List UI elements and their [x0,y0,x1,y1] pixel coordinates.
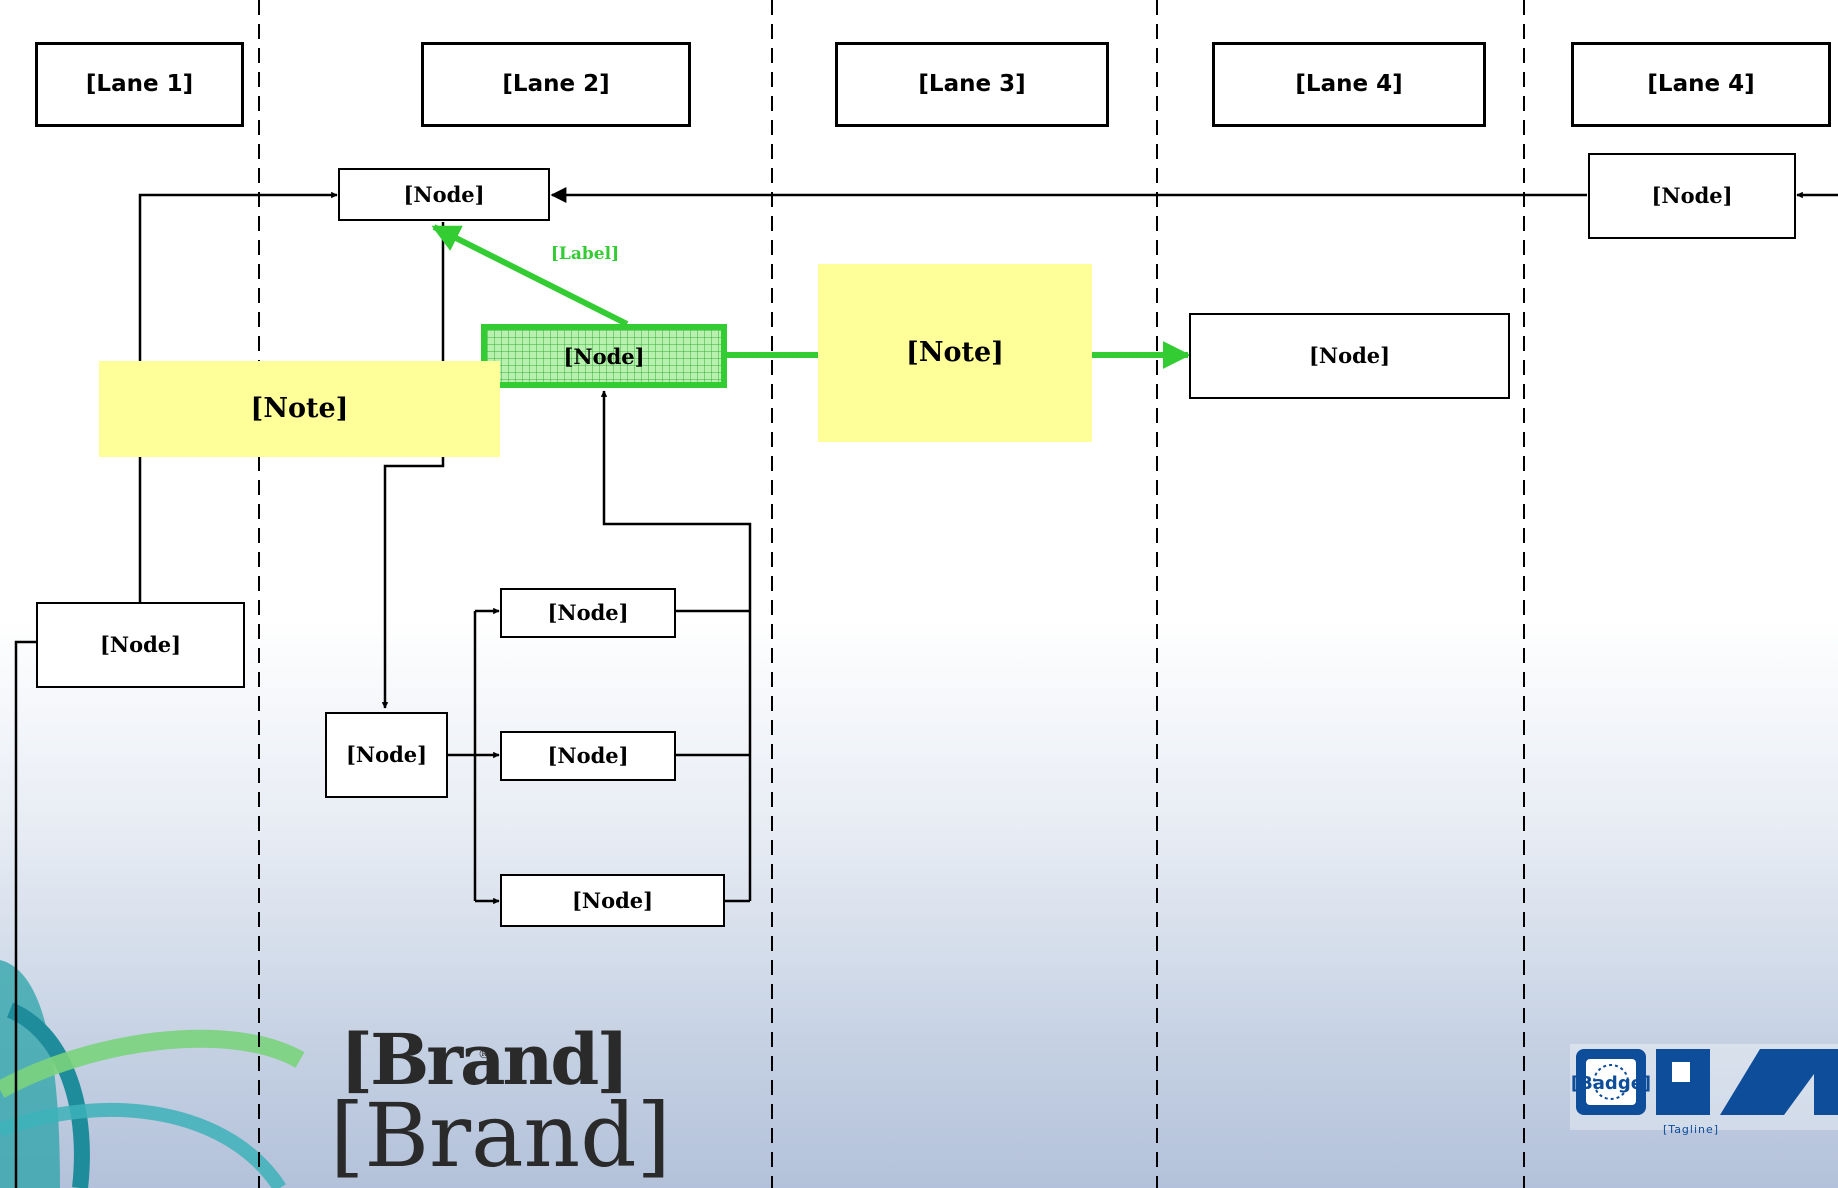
identification-box: [Node] [338,168,550,221]
approval-box: [Node] [481,324,727,388]
arrow-return-to-approval [600,390,752,901]
pmi-poland-logo: [Badge] [1570,1044,1838,1130]
lane-dividers [258,0,1525,1188]
registered-mark: ® [478,1047,490,1061]
globe-logo [0,960,305,1188]
logo-badge-text: [Badge] [1571,1073,1651,1094]
evaluation-selection-box: [Node] [325,712,448,798]
closing-box: [Node] [500,588,676,638]
creation-box: [Node] [500,731,676,781]
register-note: [Note] [99,361,500,457]
component-management-planning-box: [Node] [1189,313,1510,399]
strategic-planning-box: [Node] [36,602,245,688]
preparation-note: [Note] [818,264,1092,442]
lane-header-portfolio-direction: [Lane 2] [421,42,691,127]
arrow-identification-to-evaluation [381,222,445,709]
arrow-next-cycle [431,224,629,327]
arrow-strategic-to-identification [138,191,338,602]
pmi-logo-tagline: [Tagline] [1663,1123,1720,1136]
lane-header-component-management-1: [Lane 4] [1212,42,1486,127]
next-cycle-label: [Label] [550,244,620,264]
pmi-wordmark: [Brand] [340,1018,629,1101]
lane-header-component-management-2: [Lane 4] [1571,42,1831,127]
lane-header-portfolio-management: [Lane 3] [835,42,1109,127]
balancing-box: [Node] [500,874,725,927]
lane-header-strategy: [Lane 1] [35,42,244,127]
congress-wordmark: [Brand] [330,1084,671,1187]
proposing-components-box: [Node] [1588,153,1796,239]
line-strategic-down [14,640,36,1188]
